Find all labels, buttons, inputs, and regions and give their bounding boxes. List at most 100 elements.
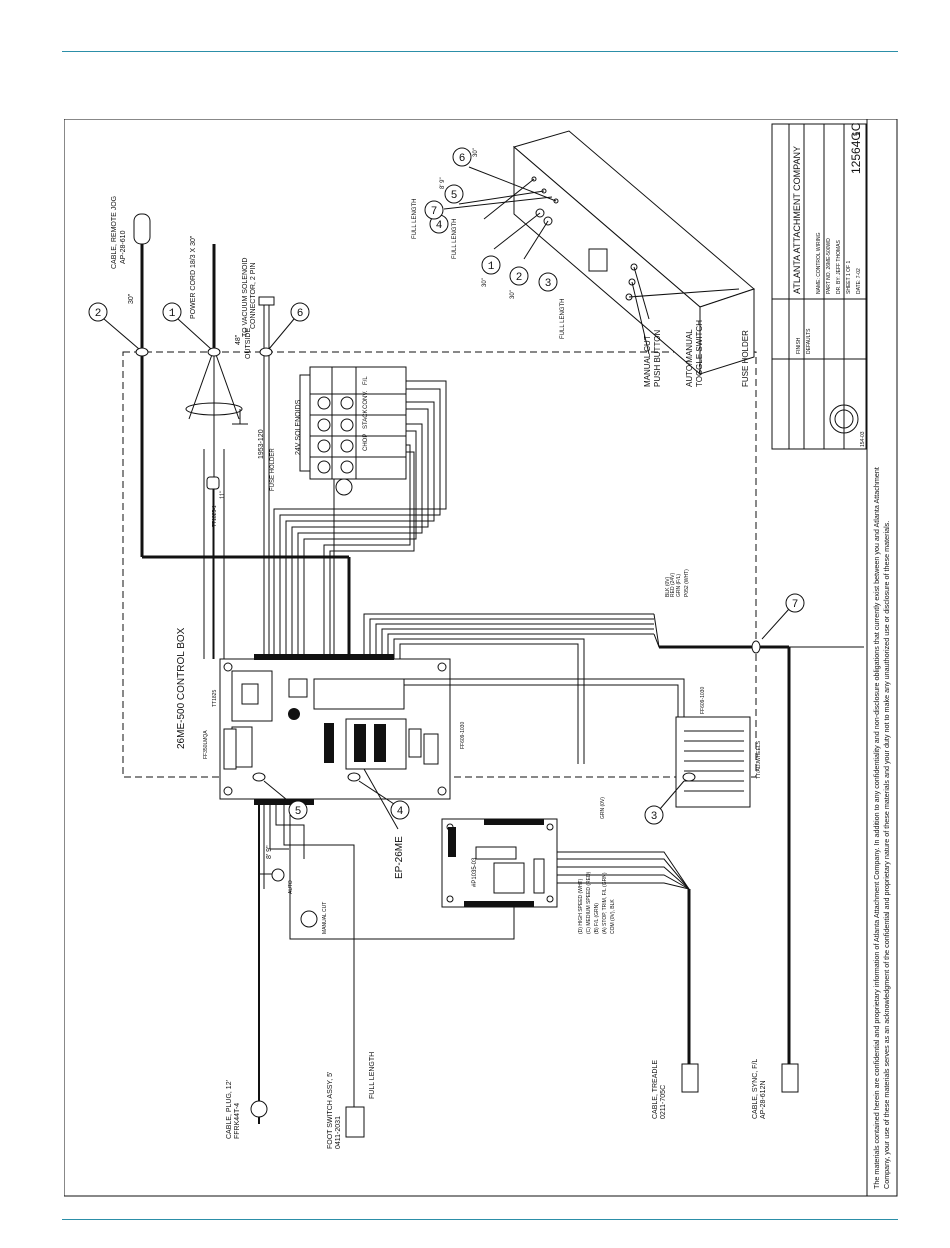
- svg-text:FULL LENGTH: FULL LENGTH: [412, 199, 418, 239]
- svg-text:TT1825: TT1825: [212, 690, 218, 707]
- svg-text:(D) HIGH SPEED (WHT): (D) HIGH SPEED (WHT): [578, 878, 584, 934]
- top-rule: [62, 51, 898, 52]
- svg-text:CABLE, SYNC, F/L: CABLE, SYNC, F/L: [752, 1059, 759, 1119]
- svg-text:7: 7: [792, 599, 799, 611]
- bottom-rule: [62, 1219, 898, 1220]
- svg-text:AUTO: AUTO: [288, 880, 294, 894]
- svg-text:154-03: 154-03: [860, 431, 866, 447]
- grommet-2: [135, 347, 149, 357]
- svg-text:GRN (F/L): GRN (F/L): [676, 574, 682, 597]
- svg-text:24V SOLENOIDS: 24V SOLENOIDS: [295, 399, 302, 455]
- sync-connector: [781, 1063, 799, 1093]
- svg-text:PUSH BUTTON: PUSH BUTTON: [653, 330, 662, 387]
- svg-text:1953-120: 1953-120: [258, 429, 265, 459]
- sol-chop-label: CHOP: [363, 434, 369, 451]
- callout-2-top: [88, 302, 108, 322]
- svg-text:(C) MEDIUM SPEED (RED): (C) MEDIUM SPEED (RED): [586, 871, 592, 934]
- sol-conv-label: CONV.: [363, 390, 369, 409]
- svg-text:6: 6: [459, 153, 466, 165]
- callout-5-box: [444, 184, 464, 204]
- svg-text:48": 48": [235, 334, 242, 345]
- svg-text:7: 7: [431, 206, 438, 218]
- grommet-1: [207, 347, 221, 357]
- svg-text:8' 9": 8' 9": [440, 177, 446, 189]
- svg-text:1: 1: [169, 308, 176, 320]
- svg-text:5: 5: [295, 806, 302, 818]
- sol-fl-label: F/L: [363, 376, 369, 385]
- svg-text:30": 30": [482, 278, 488, 287]
- svg-text:FFRK44T-4: FFRK44T-4: [234, 1103, 241, 1139]
- svg-text:TO VACUUM SOLENOID: TO VACUUM SOLENOID: [242, 258, 249, 337]
- svg-text:3: 3: [651, 811, 658, 823]
- svg-text:DEFAULTS: DEFAULTS: [806, 328, 812, 354]
- solenoid-bank: [299, 366, 407, 496]
- svg-text:FULL LENGTH: FULL LENGTH: [452, 219, 458, 259]
- tt-wheels-module: [404, 678, 751, 808]
- svg-text:2: 2: [516, 272, 523, 284]
- title-block: [771, 123, 867, 450]
- fuse-holder-small: [206, 476, 220, 490]
- svg-text:FULL LENGTH: FULL LENGTH: [369, 1052, 376, 1099]
- svg-text:6: 6: [297, 308, 304, 320]
- remote-jog-connector: [133, 213, 151, 245]
- sheet-border: [64, 119, 898, 1197]
- grommet-7: [751, 640, 761, 654]
- sol-stack-label: STACK: [363, 409, 369, 429]
- ep-26me-board: [219, 654, 451, 805]
- svg-text:FUSE HOLDER: FUSE HOLDER: [270, 448, 276, 491]
- auto-switch: [271, 868, 285, 882]
- callout-6-top: [290, 302, 310, 322]
- foot-switch-connector: [345, 1106, 365, 1138]
- svg-text:CABLE, PLUG, 12': CABLE, PLUG, 12': [226, 1080, 233, 1139]
- svg-text:4: 4: [436, 220, 443, 232]
- disclaimer-line-2: Company, your use of these materials ser…: [882, 521, 891, 1189]
- svg-text:FF609-1030: FF609-1030: [700, 687, 706, 714]
- svg-text:(A) STOP, TRIM, F/L (GRN): (A) STOP, TRIM, F/L (GRN): [602, 872, 608, 934]
- svg-text:8' 9": 8' 9": [266, 845, 273, 859]
- wiring-diagram-sheet: 26ME-500 CONTROL BOX 2 1 6 CABLE, REMOTE…: [64, 119, 898, 1197]
- svg-text:FUSE HOLDER: FUSE HOLDER: [741, 330, 750, 387]
- svg-text:RED (24V): RED (24V): [670, 572, 676, 597]
- svg-text:2: 2: [95, 308, 102, 320]
- callout-6-box: [452, 147, 472, 167]
- svg-text:#P1035-03: #P1035-03: [472, 857, 478, 887]
- svg-text:AP-28-612N: AP-28-612N: [760, 1080, 767, 1119]
- svg-text:11": 11": [220, 491, 226, 499]
- svg-text:(B) F/L (GRN): (B) F/L (GRN): [594, 903, 600, 934]
- callout-3: [644, 805, 664, 825]
- manual-cut-button: [300, 910, 318, 928]
- svg-text:MANUAL CUT: MANUAL CUT: [643, 335, 652, 387]
- solenoid-wires: [273, 380, 447, 659]
- callout-1-top: [162, 302, 182, 322]
- svg-text:AUTO/MANUAL: AUTO/MANUAL: [685, 329, 694, 387]
- control-box-label: 26ME-500 CONTROL BOX: [176, 627, 187, 749]
- svg-text:FINISH: FINISH: [796, 337, 802, 354]
- callout-1-box: [481, 255, 501, 275]
- grommet-6: [259, 347, 273, 357]
- svg-text:0211-705C: 0211-705C: [660, 1085, 667, 1119]
- board-label: EP-26ME: [394, 836, 405, 879]
- svg-text:FULL LENGTH: FULL LENGTH: [560, 299, 566, 339]
- svg-text:DR. BY: JEFF THOMAS: DR. BY: JEFF THOMAS: [836, 240, 842, 294]
- svg-text:SHEET 1 OF 1: SHEET 1 OF 1: [846, 261, 852, 294]
- svg-text:OUTSIDE: OUTSIDE: [245, 328, 252, 359]
- svg-text:POWER CORD 18/3 X 30": POWER CORD 18/3 X 30": [190, 235, 197, 319]
- svg-text:ATLANTA ATTACHMENT COMPANY: ATLANTA ATTACHMENT COMPANY: [792, 146, 802, 294]
- svg-text:TT/ADJWHEELS: TT/ADJWHEELS: [756, 740, 762, 779]
- treadle-connector: [681, 1063, 699, 1093]
- svg-text:MANUAL CUT: MANUAL CUT: [322, 902, 328, 934]
- vacuum-connector: [258, 296, 275, 306]
- svg-text:GRN (0V): GRN (0V): [600, 797, 606, 819]
- svg-text:BLK (0V): BLK (0V): [665, 576, 671, 597]
- svg-text:4: 4: [397, 806, 404, 818]
- callout-7-box: [424, 200, 444, 220]
- plug-connector: [250, 1100, 268, 1118]
- callout-2-box: [509, 266, 529, 286]
- svg-text:30": 30": [510, 290, 516, 299]
- svg-text:NAME: CONTROL WIRING: NAME: CONTROL WIRING: [816, 232, 822, 294]
- svg-text:CONNECTOR, 2 PIN: CONNECTOR, 2 PIN: [250, 263, 257, 329]
- callout-5: [288, 800, 308, 820]
- svg-text:5: 5: [451, 190, 458, 202]
- svg-text:0411-2031: 0411-2031: [335, 1116, 342, 1149]
- svg-text:TOGGLE SWITCH: TOGGLE SWITCH: [695, 320, 704, 387]
